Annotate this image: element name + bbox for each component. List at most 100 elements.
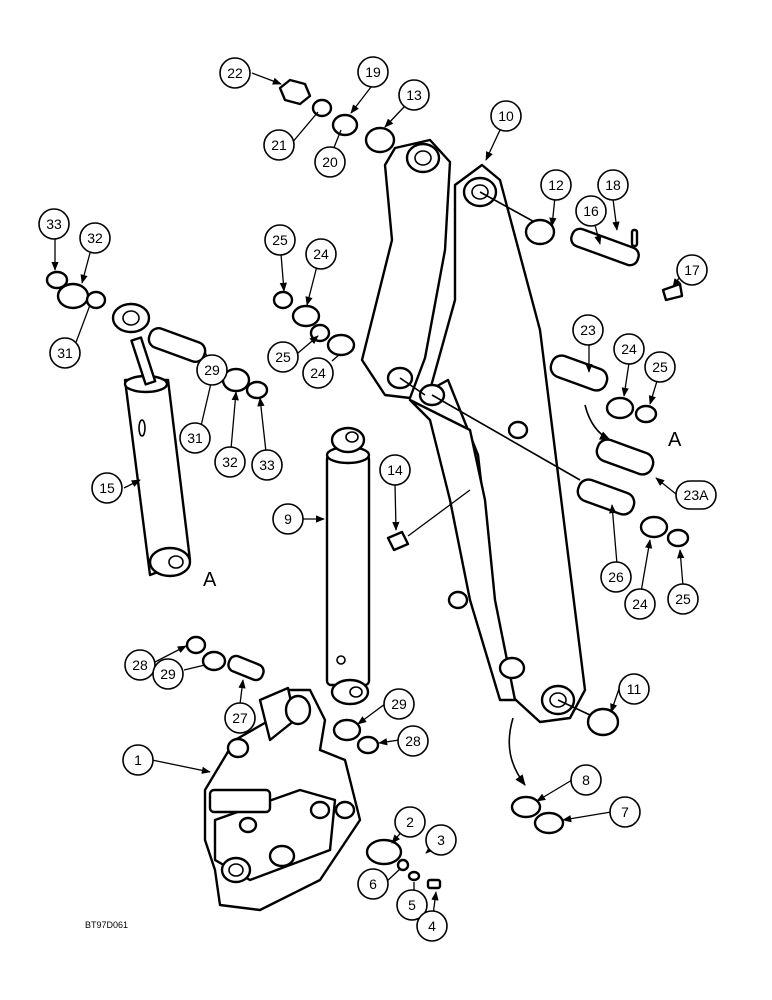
callout-27: 27	[224, 702, 256, 734]
callout-2: 2	[394, 806, 426, 838]
callout-22: 22	[219, 57, 251, 89]
svg-text:10: 10	[498, 108, 514, 124]
boom-arm	[360, 138, 591, 724]
callout-5: 5	[396, 889, 428, 921]
svg-text:13: 13	[406, 87, 422, 103]
callout-16: 16	[575, 195, 607, 227]
callout-18: 18	[597, 169, 629, 201]
svg-text:29: 29	[160, 666, 176, 682]
callout-labels: 22 19 13 21 20 10 12 18 16 17 33 32 31 2…	[38, 56, 717, 942]
svg-text:18: 18	[605, 177, 621, 193]
callout-9: 9	[272, 503, 304, 535]
svg-text:23: 23	[580, 322, 596, 338]
callout-19: 19	[357, 56, 389, 88]
callout-11: 11	[618, 673, 650, 705]
callout-24c: 24	[613, 333, 645, 365]
callout-20: 20	[314, 146, 346, 178]
callout-17: 17	[676, 254, 708, 286]
svg-text:6: 6	[369, 876, 377, 892]
cylinder-15	[111, 302, 192, 578]
callout-3: 3	[425, 824, 457, 856]
callout-32a: 32	[79, 222, 111, 254]
callout-14: 14	[379, 454, 411, 486]
reference-letter-a-right: A	[668, 429, 682, 451]
callout-30: 29	[196, 354, 228, 386]
svg-text:25: 25	[272, 232, 288, 248]
callout-24a: 24	[305, 238, 337, 270]
swing-tower	[203, 686, 362, 912]
callout-25b: 25	[267, 341, 299, 373]
svg-text:8: 8	[582, 772, 590, 788]
callout-28a: 28	[124, 649, 156, 681]
svg-text:24: 24	[621, 341, 637, 357]
svg-text:11: 11	[627, 681, 642, 697]
svg-text:24: 24	[313, 246, 329, 262]
assembly-arrows	[508, 404, 612, 786]
svg-text:22: 22	[227, 65, 243, 81]
svg-text:31: 31	[187, 430, 203, 446]
leader-lines	[51, 72, 685, 916]
svg-text:25: 25	[652, 359, 668, 375]
callout-8: 8	[570, 764, 602, 796]
callout-25d: 25	[667, 583, 699, 615]
callout-23: 23	[572, 314, 604, 346]
svg-text:27: 27	[232, 710, 248, 726]
svg-text:31: 31	[57, 345, 73, 361]
svg-text:32: 32	[87, 230, 103, 246]
svg-text:12: 12	[548, 177, 564, 193]
callout-25c: 25	[644, 351, 676, 383]
callout-15: 15	[91, 472, 123, 504]
svg-text:17: 17	[684, 262, 700, 278]
svg-text:21: 21	[271, 137, 287, 153]
pins	[147, 126, 655, 866]
callout-29a: 29	[152, 658, 184, 690]
callout-4: 4	[416, 910, 448, 942]
callout-31a: 31	[49, 337, 81, 369]
callout-7: 7	[609, 796, 641, 828]
svg-text:33: 33	[259, 457, 275, 473]
callout-31b: 31	[179, 422, 211, 454]
svg-text:2: 2	[406, 814, 414, 830]
callout-28b: 28	[397, 725, 429, 757]
callout-23a: 23A	[675, 480, 717, 510]
svg-text:28: 28	[405, 733, 421, 749]
callout-24d: 24	[624, 588, 656, 620]
svg-text:25: 25	[275, 349, 291, 365]
svg-text:29: 29	[391, 696, 407, 712]
svg-text:15: 15	[99, 480, 115, 496]
drawing-code: BT97D061	[85, 920, 128, 930]
callout-24b: 24	[302, 357, 334, 389]
callout-26: 26	[600, 561, 632, 593]
callout-21: 21	[263, 129, 295, 161]
svg-text:7: 7	[621, 804, 629, 820]
svg-text:28: 28	[132, 657, 148, 673]
cylinder-9	[325, 426, 371, 706]
svg-text:16: 16	[583, 203, 599, 219]
svg-text:20: 20	[322, 154, 338, 170]
callout-33a: 33	[38, 208, 70, 240]
svg-text:3: 3	[437, 832, 445, 848]
svg-text:32: 32	[222, 454, 238, 470]
callout-33b: 33	[251, 449, 283, 481]
svg-text:33: 33	[46, 216, 62, 232]
callout-6: 6	[357, 868, 389, 900]
svg-text:5: 5	[408, 897, 416, 913]
callout-10: 10	[490, 100, 522, 132]
svg-text:25: 25	[675, 591, 691, 607]
svg-text:14: 14	[387, 462, 403, 478]
callout-13: 13	[398, 79, 430, 111]
svg-text:9: 9	[284, 511, 292, 527]
svg-text:29: 29	[204, 362, 220, 378]
callout-32b: 32	[214, 446, 246, 478]
svg-text:23A: 23A	[684, 487, 710, 503]
svg-text:4: 4	[428, 918, 436, 934]
svg-text:1: 1	[134, 752, 142, 768]
svg-text:24: 24	[632, 596, 648, 612]
callout-1: 1	[122, 744, 154, 776]
reference-letter-a-left: A	[203, 569, 217, 591]
callout-29b: 29	[383, 688, 415, 720]
callout-25a: 25	[264, 224, 296, 256]
svg-text:24: 24	[310, 365, 326, 381]
svg-text:26: 26	[608, 569, 624, 585]
